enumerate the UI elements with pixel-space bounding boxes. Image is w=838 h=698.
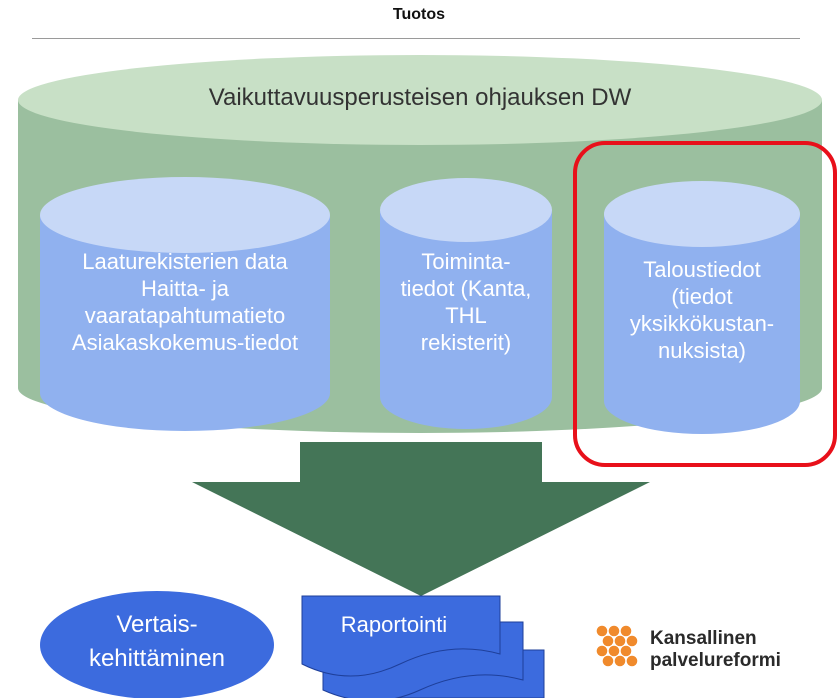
dw-cylinder-top	[18, 55, 822, 145]
page-title: Tuotos	[392, 6, 446, 23]
quality-line-2: Haitta- ja	[140, 276, 230, 302]
quality-line-4: Asiakaskokemus-tiedot	[71, 330, 299, 356]
logo-line-2: palvelureformi	[650, 649, 781, 671]
quality-line-1: Laaturekisterien data	[82, 249, 288, 274]
database-cylinder-operations	[380, 178, 552, 429]
operations-line-1: Toiminta-	[421, 249, 511, 274]
reporting-label: Raportointi	[340, 612, 448, 637]
database-cylinder-quality	[40, 177, 330, 431]
database-cylinder-finance	[604, 181, 800, 434]
operations-line-4: rekisterit)	[420, 330, 512, 356]
dw-label: Vaikuttavuusperusteisen ohjauksen DW	[208, 84, 632, 111]
reporting-document-stack	[301, 595, 545, 698]
finance-line-2: (tiedot	[671, 284, 733, 310]
finance-line-1: Taloustiedot	[643, 257, 761, 282]
kansallinen-palvelureformi-logo-icon	[596, 625, 638, 667]
benchmarking-oval	[40, 591, 274, 698]
quality-data-label: Laaturekisterien data Haitta- ja vaarata…	[40, 248, 330, 356]
benchmarking-line-2: kehittäminen	[88, 644, 226, 672]
finance-line-3: yksikkökustan-	[629, 311, 775, 337]
operations-line-2: tiedot (Kanta,	[400, 276, 532, 302]
finance-line-4: nuksista)	[657, 338, 747, 364]
logo-wordmark: Kansallinen palvelureformi	[650, 628, 781, 672]
down-arrow	[192, 442, 650, 596]
logo-line-1: Kansallinen	[650, 628, 757, 649]
finance-data-label: Taloustiedot (tiedot yksikkökustan- nuks…	[604, 256, 800, 364]
title-divider	[32, 38, 800, 39]
operations-data-label: Toiminta- tiedot (Kanta, THL rekisterit)	[380, 248, 552, 356]
highlight-frame	[573, 141, 837, 467]
benchmarking-label: Vertais- kehittäminen	[40, 608, 274, 675]
benchmarking-line-1: Vertais-	[116, 611, 198, 638]
quality-line-3: vaaratapahtumatieto	[84, 303, 286, 329]
operations-line-3: THL	[445, 303, 487, 329]
